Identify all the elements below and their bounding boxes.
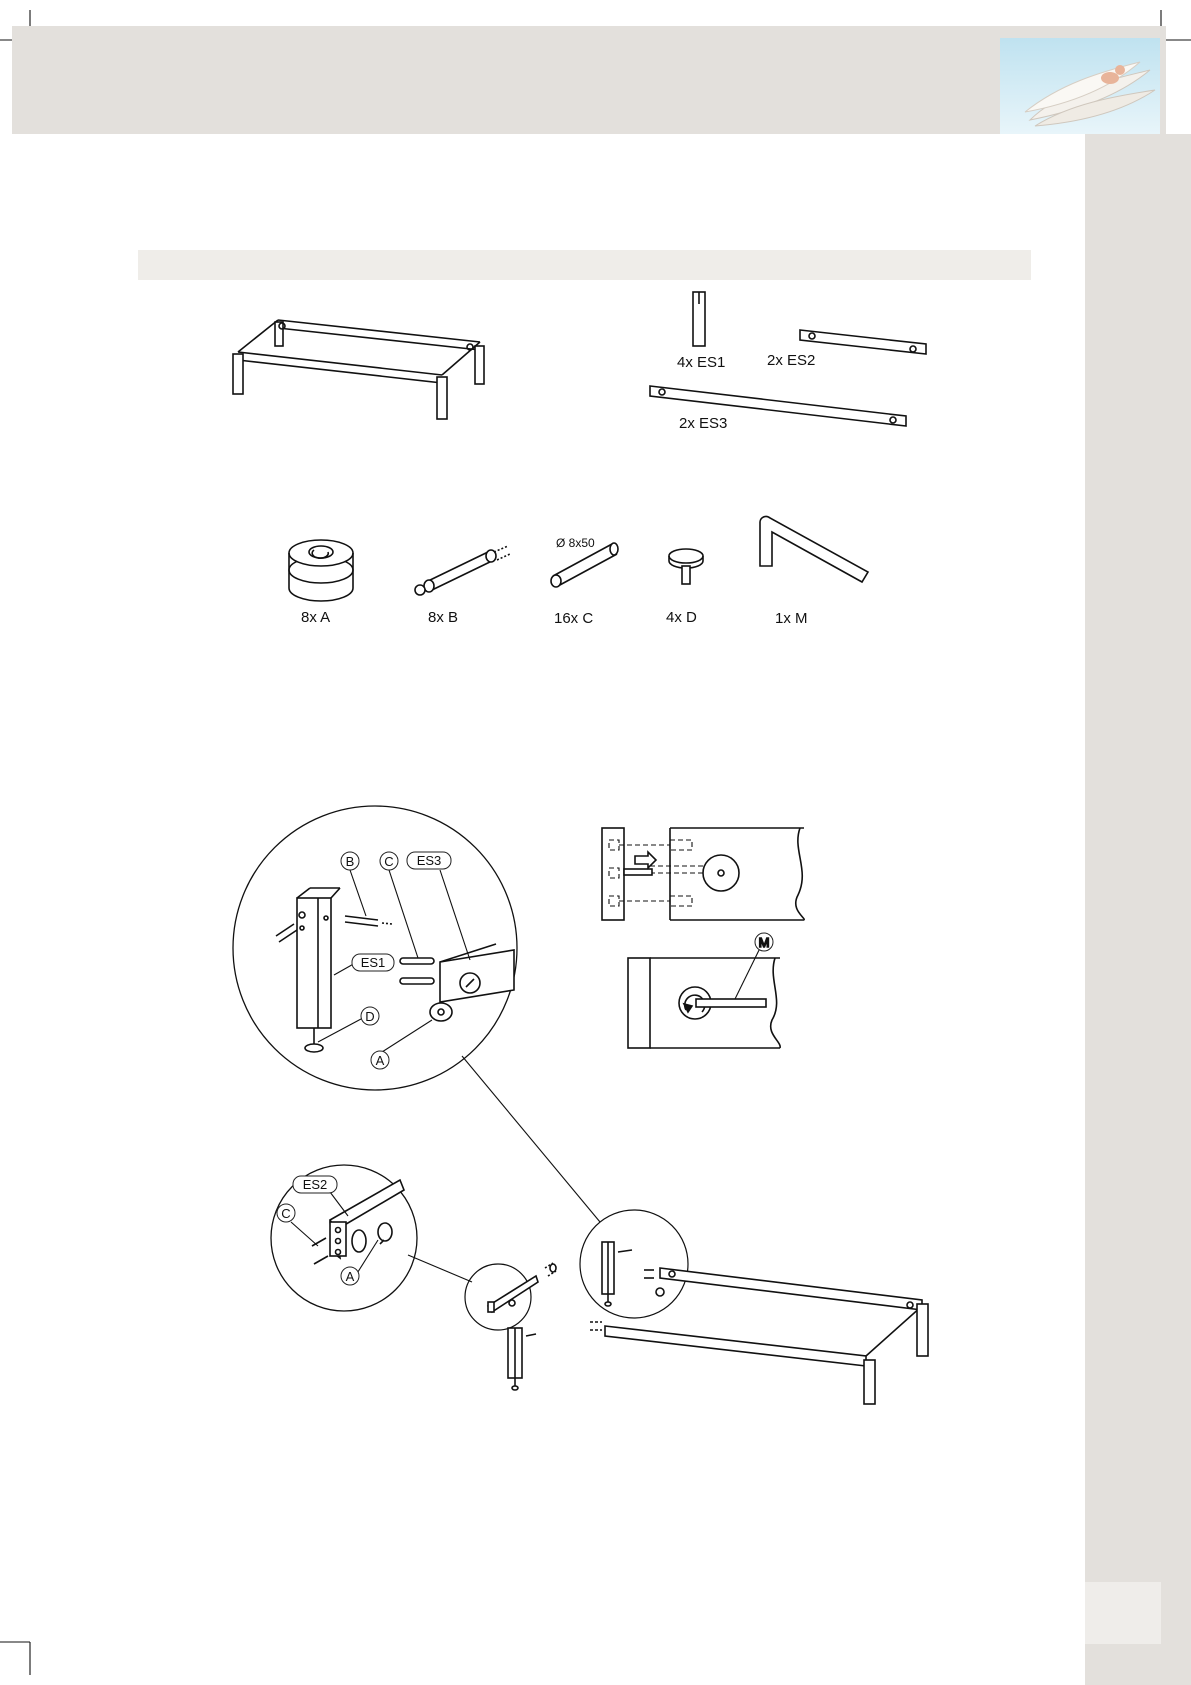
callout-es2: ES2 xyxy=(303,1177,328,1192)
detail-circle-1: B C ES3 ES1 D A xyxy=(233,806,517,1090)
cam-tightening-detail: M xyxy=(628,933,780,1048)
callout-a-2: A xyxy=(346,1269,355,1284)
detail-circle-3 xyxy=(580,1210,688,1318)
loose-leg xyxy=(508,1328,536,1390)
callout-c: C xyxy=(384,854,393,869)
dowel-insertion-detail xyxy=(602,828,804,920)
callout-c-2: C xyxy=(281,1206,290,1221)
callout-d: D xyxy=(365,1009,374,1024)
partial-frame xyxy=(590,1268,928,1404)
callout-es1: ES1 xyxy=(361,955,386,970)
callout-a: A xyxy=(376,1053,385,1068)
small-detail-circle xyxy=(465,1263,556,1330)
callout-b: B xyxy=(346,854,355,869)
callout-es3: ES3 xyxy=(417,853,442,868)
detail-circle-2: ES2 C A xyxy=(271,1165,417,1311)
callout-m: M xyxy=(759,935,770,950)
